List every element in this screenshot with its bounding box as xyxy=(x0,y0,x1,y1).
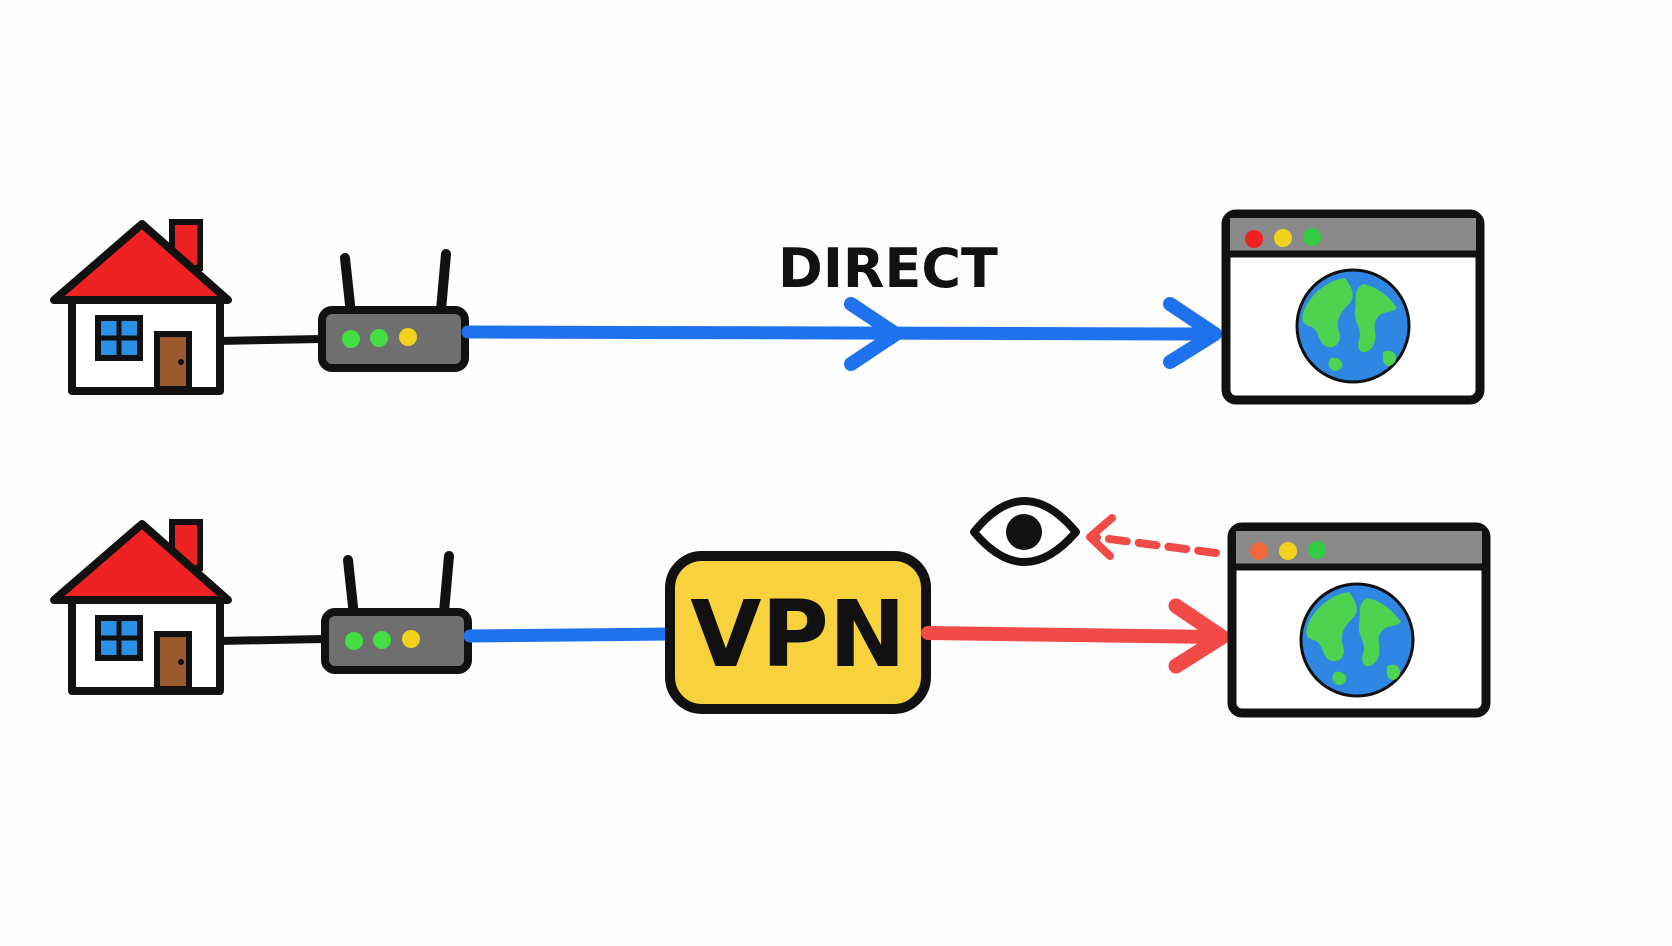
vpn-website-arrowhead xyxy=(1168,598,1230,674)
observer-dashed-line xyxy=(1090,533,1220,557)
vpn-label: VPN xyxy=(690,581,906,688)
close-dot xyxy=(1250,542,1268,560)
house-router-cable xyxy=(217,635,325,645)
router-icon xyxy=(322,254,465,368)
eye-icon xyxy=(970,497,1080,566)
direct-mid-arrowhead xyxy=(844,297,903,371)
router-icon xyxy=(325,556,468,670)
house-icon xyxy=(54,222,228,391)
browser-window-icon xyxy=(1227,522,1491,718)
maximize-dot xyxy=(1303,228,1321,246)
direct-row: DIRECT xyxy=(54,209,1485,405)
house-icon xyxy=(54,522,228,691)
vpn-box: VPN xyxy=(665,551,931,714)
direct-connection-line xyxy=(461,325,1219,341)
maximize-dot xyxy=(1308,541,1326,559)
minimize-dot xyxy=(1279,542,1297,560)
observer-arrowhead xyxy=(1086,514,1116,560)
minimize-dot xyxy=(1274,229,1292,247)
house-router-cable xyxy=(217,335,323,345)
router-vpn-line xyxy=(463,627,677,643)
direct-end-arrowhead xyxy=(1163,297,1222,369)
browser-window-icon xyxy=(1221,209,1485,405)
globe-icon xyxy=(1295,268,1411,384)
vpn-website-line xyxy=(921,626,1225,644)
direct-label: DIRECT xyxy=(778,237,998,300)
vpn-row: VPN xyxy=(54,497,1491,718)
globe-icon xyxy=(1299,582,1415,698)
close-dot xyxy=(1245,230,1263,248)
